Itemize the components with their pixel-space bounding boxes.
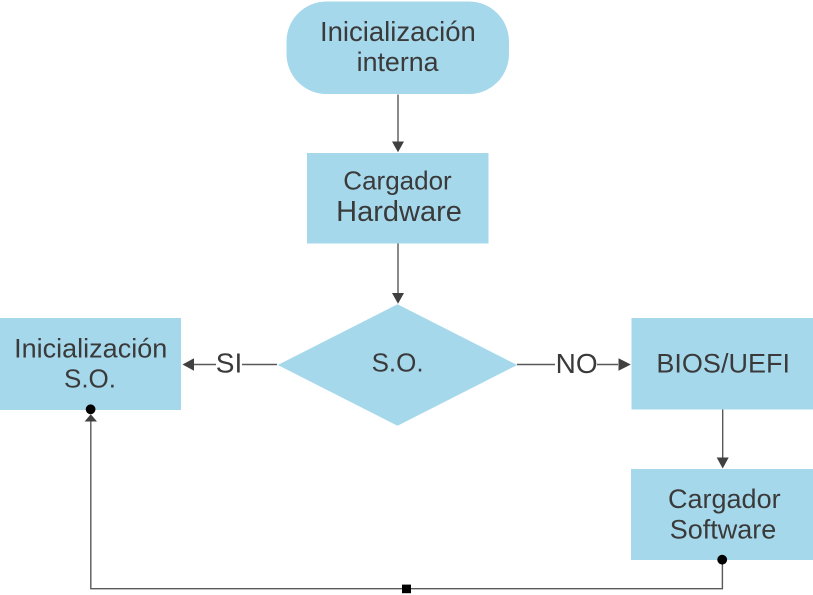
svg-text:Software: Software: [670, 515, 777, 545]
svg-text:S.O.: S.O.: [372, 348, 424, 378]
svg-text:SI: SI: [216, 348, 242, 379]
svg-text:Cargador: Cargador: [343, 166, 452, 196]
svg-text:Inicialización: Inicialización: [14, 334, 167, 364]
svg-text:NO: NO: [556, 348, 598, 379]
svg-text:interna: interna: [357, 47, 439, 77]
svg-text:Cargador: Cargador: [668, 484, 781, 514]
svg-text:Hardware: Hardware: [336, 196, 462, 228]
svg-text:Inicialización: Inicialización: [320, 16, 476, 47]
svg-text:BIOS/UEFI: BIOS/UEFI: [656, 349, 790, 379]
svg-text:S.O.: S.O.: [64, 364, 116, 394]
